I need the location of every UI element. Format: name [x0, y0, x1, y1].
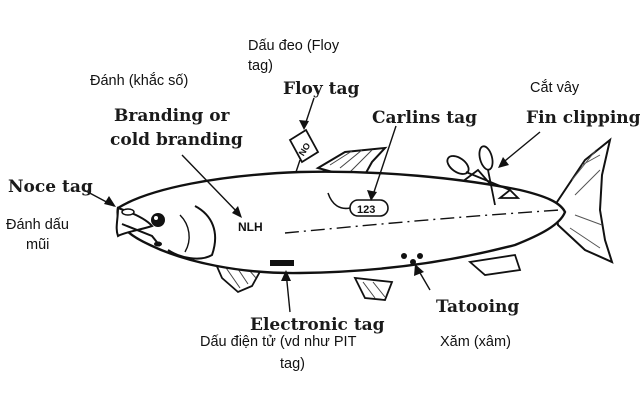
carlins-tag-text: 123 [357, 204, 375, 216]
danh-dau-label-line2: mũi [26, 237, 49, 253]
electronic-tag-mark [270, 260, 294, 266]
pointer-arrowheads [104, 120, 509, 281]
lateral-line [284, 209, 561, 234]
floy-tag: NO [288, 128, 320, 173]
noce-tag-label: Noce tag [8, 177, 93, 197]
carlins-tag: 123 [327, 192, 389, 217]
danh-dau-label-line1: Đánh dấu [6, 217, 69, 233]
fish-body [116, 170, 567, 275]
tail-fin [553, 137, 614, 264]
branding-label-line2: cold branding [110, 130, 243, 150]
tattoo-dot [417, 253, 423, 259]
carlins-tag-label: Carlins tag [372, 108, 477, 128]
floy-tag-label: Floy tag [283, 79, 360, 99]
tattoo-dot [410, 259, 416, 265]
dau-deo-label-line1: Dấu đeo (Floy [248, 38, 340, 54]
tatooing-label: Tatooing [436, 297, 519, 317]
dau-dien-tu-label-line2: tag) [280, 356, 305, 372]
dau-dien-tu-label-line1: Dấu điện tử (vd như PIT [200, 334, 357, 350]
branding-label-line1: Branding or [114, 106, 231, 126]
fin-clipping-label: Fin clipping [526, 108, 640, 128]
eye [151, 213, 165, 227]
anal-fin [467, 253, 522, 276]
xam-label: Xăm (xâm) [440, 334, 511, 350]
gill-cover [167, 205, 217, 260]
nose-tag-mark [121, 208, 135, 216]
scissors-icon [446, 145, 521, 206]
brand-mark-text: NLH [238, 220, 263, 234]
cat-vay-label: Cắt vây [530, 79, 580, 96]
dau-deo-label-line2: tag) [248, 58, 273, 74]
danh-khac-so-label: Đánh (khắc số) [90, 72, 188, 89]
tattoo-dot [401, 253, 407, 259]
electronic-tag-label: Electronic tag [250, 315, 385, 335]
